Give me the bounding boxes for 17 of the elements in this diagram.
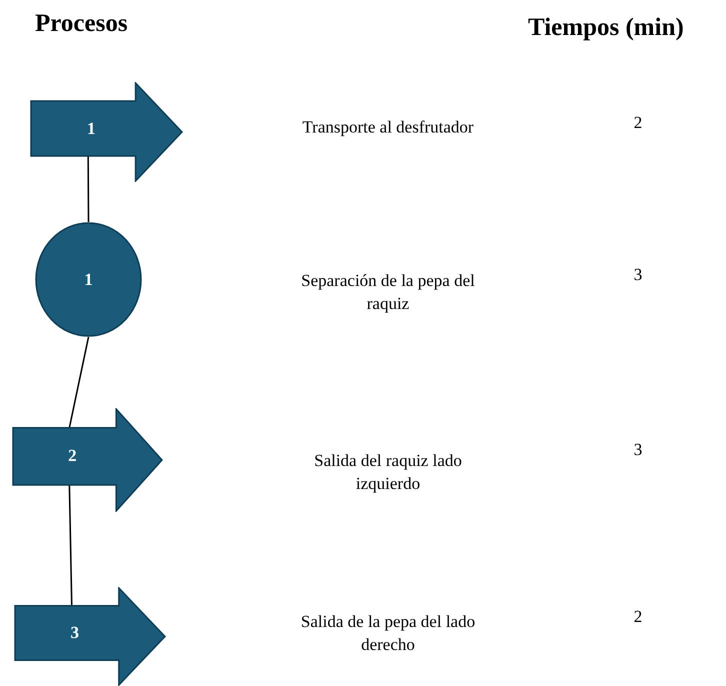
process-description: Salida de la pepa del lado derecho bbox=[300, 611, 476, 656]
step-number: 1 bbox=[86, 118, 96, 138]
step-number: 1 bbox=[84, 270, 93, 290]
step-number: 3 bbox=[70, 623, 80, 644]
process-description: Salida del raquiz lado izquierdo bbox=[313, 450, 463, 495]
time-value: 3 bbox=[634, 440, 642, 460]
step-number: 2 bbox=[68, 446, 77, 466]
process-description: Transporte al desfrutador bbox=[301, 116, 475, 138]
column-header: Tiempos (min) bbox=[528, 14, 684, 42]
connector-line bbox=[87, 156, 90, 222]
time-value: 2 bbox=[634, 607, 642, 627]
time-value: 2 bbox=[634, 113, 642, 133]
connector-line bbox=[68, 484, 72, 606]
process-description: Separación de la pepa del raquiz bbox=[300, 270, 476, 315]
column-header: Procesos bbox=[35, 10, 128, 38]
connector-line bbox=[68, 336, 90, 428]
time-value: 3 bbox=[634, 265, 642, 285]
